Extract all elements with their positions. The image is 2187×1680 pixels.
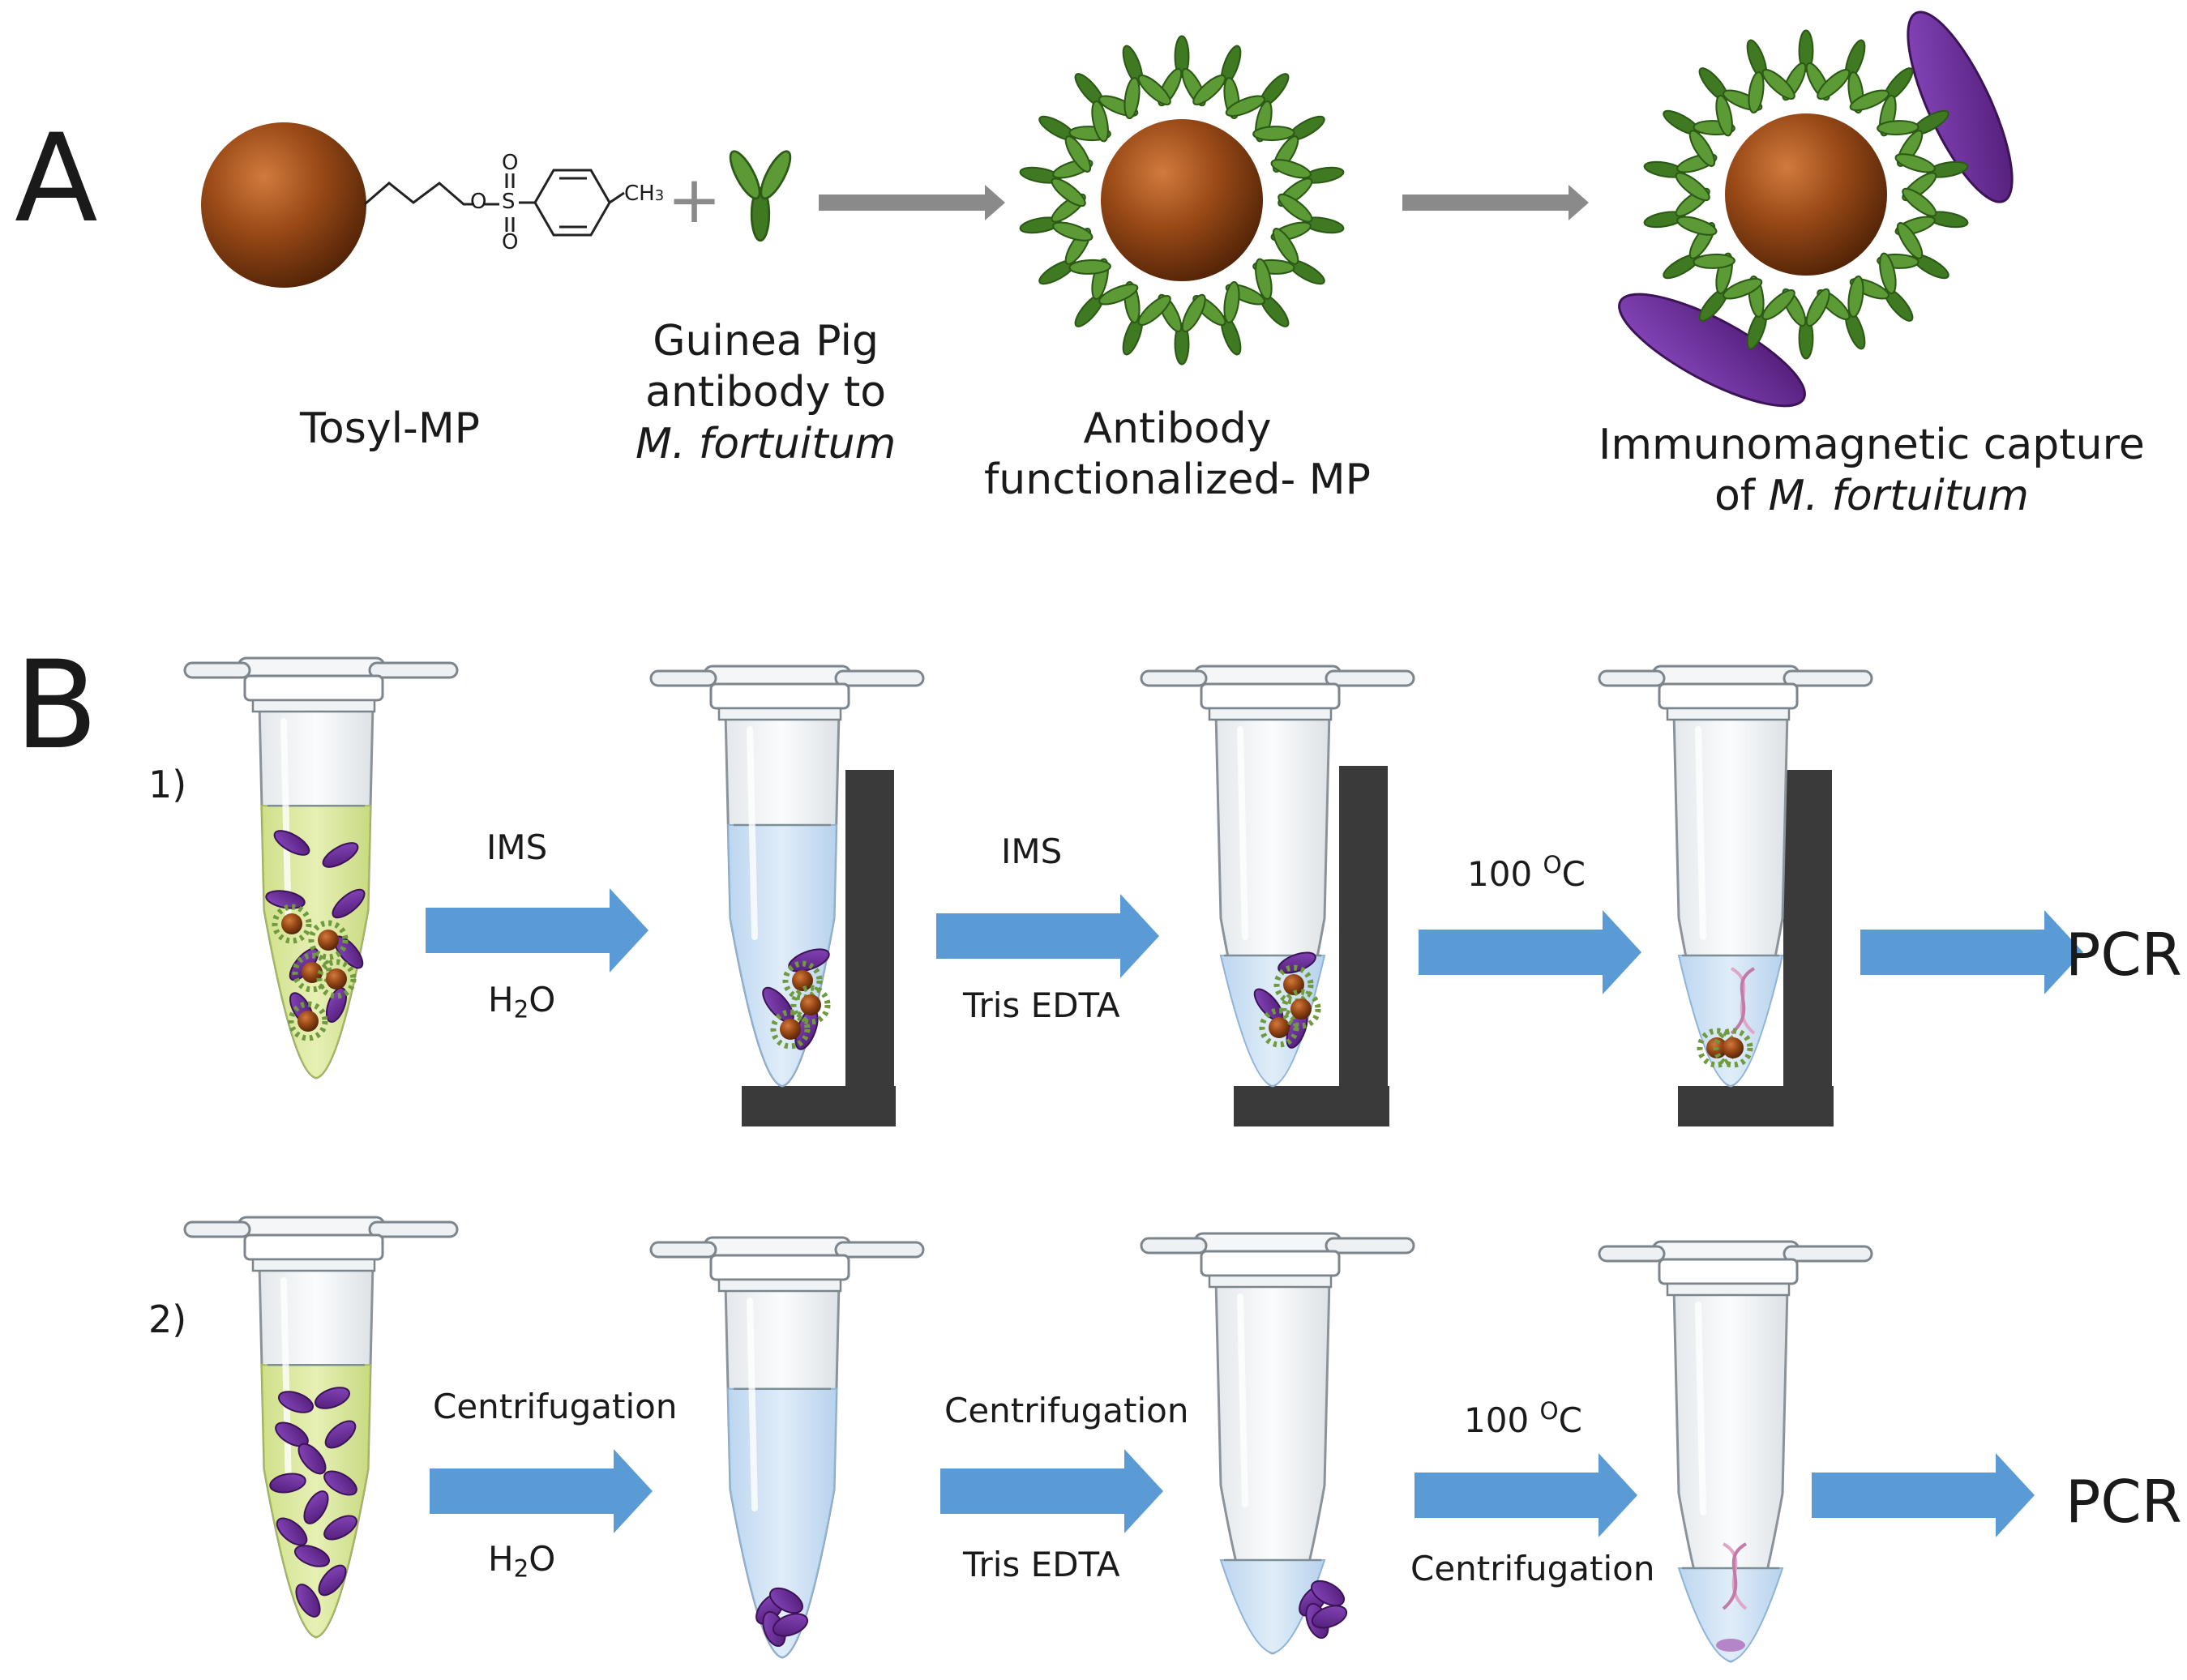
tube-lid bbox=[1598, 1240, 1873, 1297]
bacterium bbox=[265, 890, 306, 909]
bacterium bbox=[314, 1387, 351, 1409]
tube-r1-2 bbox=[649, 665, 925, 1088]
panel-label-b: B bbox=[15, 635, 98, 776]
tube-lid bbox=[1140, 665, 1415, 721]
bacterium bbox=[318, 1564, 347, 1597]
bacterium bbox=[323, 1515, 357, 1541]
row1-pcr-label: PCR bbox=[2065, 921, 2182, 989]
tube-r2-4 bbox=[1598, 1240, 1873, 1663]
bacterium-1 bbox=[1907, 11, 2014, 203]
row1-number: 1) bbox=[148, 763, 187, 806]
row1-step2-top: IMS bbox=[1001, 831, 1063, 871]
panel-label-a: A bbox=[15, 109, 98, 250]
chem-ch3: CH3 bbox=[624, 182, 665, 206]
chem-o-top: O bbox=[502, 151, 519, 175]
flow-arrow-r1-1 bbox=[426, 888, 648, 973]
bacterium bbox=[297, 1443, 327, 1475]
magnet-stand-2 bbox=[1234, 766, 1389, 1126]
row2-pcr-label: PCR bbox=[2065, 1468, 2182, 1536]
row1-step3-top: 100 OC bbox=[1467, 851, 1586, 895]
capture-bead bbox=[1638, 29, 1974, 360]
chem-o-linker: O bbox=[470, 190, 487, 214]
bacterium bbox=[323, 1470, 357, 1496]
antibody-label: Guinea Pig antibody to M. fortuitum bbox=[636, 317, 897, 468]
plus-sign: + bbox=[667, 162, 722, 237]
functionalized-bead bbox=[1014, 35, 1350, 365]
tube-r2-2 bbox=[649, 1236, 925, 1659]
row2-number: 2) bbox=[148, 1297, 187, 1341]
tube-lid bbox=[649, 1236, 925, 1293]
flow-arrow-r2-4 bbox=[1812, 1453, 2035, 1537]
bacterium bbox=[303, 1490, 329, 1524]
chem-s: S bbox=[502, 190, 516, 214]
single-antibody bbox=[724, 146, 797, 242]
tube-r1-1 bbox=[183, 656, 459, 1079]
tube-r1-4 bbox=[1598, 665, 1873, 1088]
flow-arrow-r2-1 bbox=[430, 1449, 653, 1533]
gray-arrow-2 bbox=[1402, 185, 1589, 220]
bacterium bbox=[332, 888, 366, 919]
row2-step3-top: 100 OC bbox=[1464, 1397, 1582, 1441]
bacterium bbox=[276, 1517, 308, 1546]
row1-step1-bottom: H2O bbox=[488, 980, 556, 1024]
bacterium bbox=[772, 1613, 809, 1637]
immunomagnetic-capture-label: Immunomagnetic capture of M. fortuitum bbox=[1599, 421, 2145, 521]
flow-arrow-r1-2 bbox=[936, 894, 1159, 978]
flow-arrow-r1-4 bbox=[1860, 910, 2083, 994]
flow-arrow-r1-3 bbox=[1419, 910, 1641, 994]
row1-step2-bottom: Tris EDTA bbox=[963, 985, 1120, 1025]
tube-r1-3 bbox=[1140, 665, 1415, 1088]
bacterium bbox=[295, 1584, 321, 1618]
benzene-ring bbox=[533, 169, 611, 237]
row1-step1-top: IMS bbox=[486, 827, 548, 867]
gray-arrow-1 bbox=[819, 185, 1005, 220]
tube-lid bbox=[1140, 1232, 1415, 1289]
row2-step2-bottom: Tris EDTA bbox=[963, 1545, 1120, 1584]
tosyl-mp-label: Tosyl-MP bbox=[300, 404, 481, 453]
tube-lid bbox=[649, 665, 925, 721]
tube-r2-1 bbox=[183, 1216, 459, 1639]
bead-core bbox=[1101, 119, 1263, 281]
bacterium bbox=[277, 1391, 315, 1413]
tosyl-linker bbox=[364, 182, 474, 206]
magnet-stand-1 bbox=[742, 770, 896, 1126]
dna-strand bbox=[1730, 967, 1756, 1035]
tube-lid bbox=[1598, 665, 1873, 721]
flow-arrow-r2-2 bbox=[940, 1449, 1163, 1533]
bacterium bbox=[275, 1421, 309, 1447]
pellet-residue bbox=[1716, 1639, 1745, 1652]
bacterium bbox=[322, 842, 359, 868]
row2-step2-top: Centrifugation bbox=[944, 1391, 1189, 1430]
bacterium bbox=[769, 1587, 803, 1614]
bacterium-2 bbox=[1618, 293, 1806, 408]
functionalized-mp-label: Antibody functionalized- MP bbox=[984, 404, 1371, 505]
tube-r2-3 bbox=[1140, 1232, 1415, 1655]
row2-step1-top: Centrifugation bbox=[433, 1387, 678, 1426]
bacterium bbox=[269, 1473, 306, 1494]
bacterium bbox=[324, 1420, 357, 1449]
tube-lid bbox=[183, 656, 459, 713]
tosyl-bead bbox=[201, 122, 366, 288]
bacterium bbox=[273, 830, 310, 856]
dna-strand bbox=[1722, 1542, 1748, 1610]
bacterium bbox=[293, 1545, 331, 1567]
magnet-stand-3 bbox=[1678, 770, 1834, 1126]
tube-liquid bbox=[1677, 955, 1784, 1088]
tube-lid bbox=[183, 1216, 459, 1272]
flow-arrow-r2-3 bbox=[1414, 1453, 1637, 1537]
bacterium bbox=[1311, 1605, 1348, 1629]
row2-step1-bottom: H2O bbox=[488, 1539, 556, 1583]
row2-step3-bottom: Centrifugation bbox=[1410, 1549, 1655, 1588]
bacterium bbox=[1311, 1580, 1345, 1607]
tube-liquid bbox=[1677, 1567, 1784, 1663]
bead-core bbox=[1725, 113, 1887, 276]
chem-o-bottom: O bbox=[502, 230, 519, 254]
